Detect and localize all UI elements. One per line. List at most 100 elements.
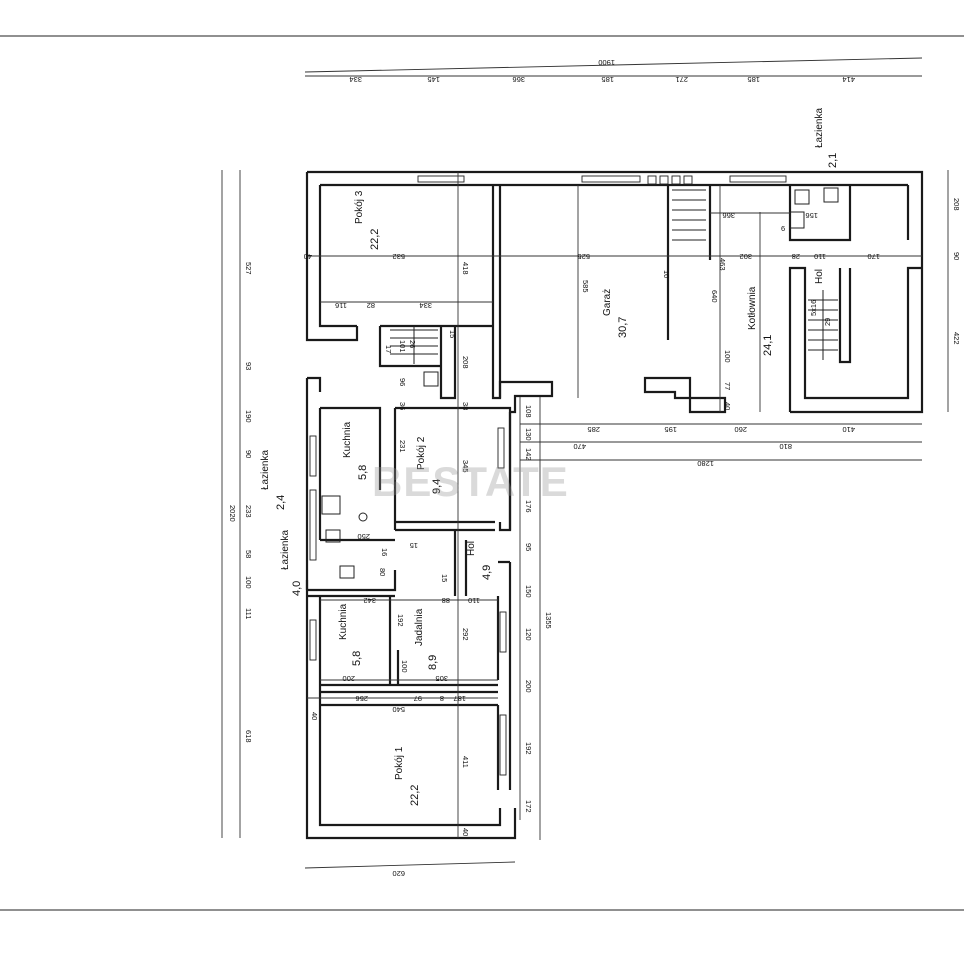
watermark: BESTATE [372, 458, 569, 505]
dim-left-total: 2020 [228, 505, 237, 522]
room-area: 22,2 [369, 229, 381, 250]
room-name: Pokój 3 [354, 190, 365, 224]
room-area: 8,9 [427, 655, 439, 670]
room-area: 9,4 [431, 479, 443, 494]
dim-left-seg: 93 [244, 362, 253, 370]
wall-lower-outer [305, 580, 517, 840]
dim-right-edge: 90 [952, 252, 961, 260]
dim-label: 5x16 [809, 300, 818, 316]
dim-label: 418 [461, 262, 470, 275]
dim-label: 8 [440, 694, 444, 703]
dim-label: 342 [363, 596, 376, 605]
room-name: Kuchnia [338, 603, 349, 640]
room-kuchnia-a: Kuchnia 5,8 [342, 421, 369, 480]
dim-label: 28 [792, 252, 800, 261]
window [309, 489, 317, 561]
dim-label: 6 [781, 224, 785, 233]
sanitary-fixtures [321, 187, 839, 579]
room-pokoj1: Pokój 1 22,2 [394, 746, 421, 806]
dim-label: 463 [718, 258, 727, 271]
dim-right-edge: 422 [952, 332, 961, 345]
dim-label: 100 [400, 660, 409, 673]
window [499, 611, 507, 653]
wall-lower-inner [318, 596, 502, 827]
dim-label: 116 [335, 301, 347, 310]
dim-label: 411 [461, 756, 470, 768]
dim-mid: 810 [779, 442, 792, 451]
room-kotlownia: Kotłownia 24,1 [747, 286, 774, 356]
wall-pokoj3-left-inner [318, 185, 357, 328]
room-name: Kotłownia [747, 286, 758, 330]
dim-label: 640 [710, 290, 719, 303]
dim-left-seg: 618 [244, 730, 253, 743]
window [309, 619, 317, 661]
dim-label: 77 [723, 382, 732, 390]
dim-left-seg: 100 [244, 576, 253, 589]
window [729, 175, 787, 183]
wall-mid-right [498, 412, 512, 700]
vent [659, 175, 669, 185]
dim-left-seg: 90 [244, 450, 253, 458]
dim-left-seg: 111 [244, 608, 253, 619]
window [417, 175, 465, 183]
dim-right-seg: 176 [524, 500, 533, 513]
dim-right-seg: 108 [524, 405, 533, 418]
dim-line-bottom [304, 861, 516, 869]
dim-label: 15 [410, 541, 418, 550]
room-hol-a: Hol [814, 269, 825, 284]
sink-icon [823, 187, 839, 203]
dim-right-edge: 208 [952, 198, 961, 211]
room-name: Pokój 1 [394, 746, 405, 780]
room-area: 30,7 [617, 317, 629, 338]
wall-stairs-top [378, 324, 493, 400]
drain-icon [358, 512, 368, 522]
dim-right-seg: 200 [524, 680, 533, 693]
dim-label: 256 [355, 694, 368, 703]
misc-dimension-labels: 40 532 418 525 585 640 100 77 40 116 82 … [304, 211, 880, 836]
wall-pokoj3-garaz [491, 185, 502, 400]
dim-top-seg: 271 [675, 75, 688, 84]
dim-label: 305 [435, 674, 448, 683]
dim-label: 40 [723, 402, 732, 410]
wall-kotlownia [788, 185, 922, 412]
room-kuchnia-b: Kuchnia 5,8 [338, 603, 363, 666]
room-name: Jadalnia [414, 608, 425, 646]
window [581, 175, 641, 183]
room-name: Łazienka [814, 108, 825, 148]
minor-dim-lines [307, 172, 922, 838]
room-garaz: Garaż 30,7 [602, 289, 629, 338]
dim-mid: 195 [664, 425, 677, 434]
dim-label: 101 [398, 340, 407, 353]
dim-right-seg: 172 [524, 800, 533, 813]
dim-label: 540 [392, 705, 405, 714]
shower-icon [321, 495, 341, 515]
wall-upper-outer [307, 170, 924, 414]
dim-label: 585 [581, 280, 590, 293]
room-pokoj3: Pokój 3 22,2 [354, 190, 381, 250]
dim-right-seg: 130 [524, 428, 533, 441]
room-area: 22,2 [409, 785, 421, 806]
dim-label: 231 [398, 440, 407, 453]
dim-label: 36 [398, 402, 407, 410]
dim-label: 170 [867, 252, 880, 261]
dim-label: 80 [378, 568, 387, 576]
dim-label: 250 [357, 532, 370, 541]
dim-right-total: 1355 [544, 612, 553, 629]
wall-garaz-inner [666, 185, 712, 340]
dim-top-total: 1900 [598, 58, 615, 67]
dim-label: 345 [461, 460, 470, 473]
boiler-icon [423, 371, 439, 387]
room-lazienka-b: Łazienka 2,4 [260, 450, 287, 510]
room-name: Łazienka [280, 530, 291, 570]
toilet-icon [794, 189, 810, 205]
dim-label: 96 [398, 378, 407, 386]
room-name: Łazienka [260, 450, 271, 490]
dim-right-seg: 150 [524, 585, 533, 598]
wall-lower-right [496, 596, 512, 790]
wall-mid-left [305, 376, 322, 590]
dim-label: 38 [461, 402, 470, 410]
dim-line-top-total [304, 57, 923, 73]
dim-label: 29 [823, 318, 832, 326]
vent [671, 175, 681, 185]
